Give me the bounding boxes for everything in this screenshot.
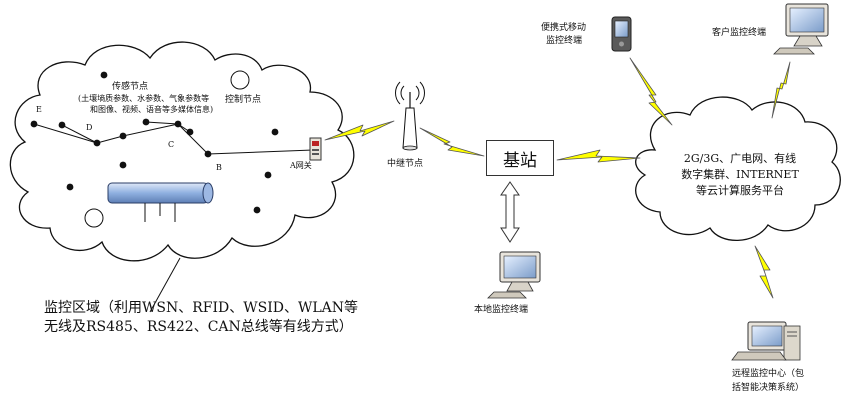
pipe [107,182,214,222]
cloud-text-line3: 等云计算服务平台 [696,184,784,197]
base-station: 基站 [486,140,554,176]
control-node-bottom [84,208,104,228]
sensor-node-label: 传感节点 [112,82,149,92]
sensor-params-line1: (土壤墒质参数、水参数、气象参数等 [78,94,210,103]
control-node-label: 控制节点 [225,95,262,105]
cloud-platform [635,96,841,241]
sensor-params-line2: 和图像、视频、语音等多媒体信息) [90,105,214,114]
monitor-area-label-2: 无线及RS485、RS422、CAN总线等有线方式） [44,319,353,335]
portable-terminal-icon [611,16,632,52]
node-b-label: B [216,163,222,172]
node-c-label: C [168,140,175,149]
area-pointer-line [149,257,181,313]
control-node-top [230,70,250,90]
portable-terminal-label-1: 便携式移动 [541,23,587,33]
cloud-text-line2: 数字集群、INTERNET [681,168,799,181]
node-d-label: D [86,123,93,132]
sensor-links [33,121,314,155]
portable-terminal-label-2: 监控终端 [546,36,583,46]
local-monitor-icon [487,251,541,299]
gateway-device [309,137,322,161]
local-terminal-label: 本地监控终端 [474,305,529,315]
monitor-area-cloud [9,41,355,262]
node-e-label: E [36,105,42,114]
customer-terminal-label: 客户监控终端 [712,28,767,38]
sensor-nodes [30,71,279,214]
customer-monitor-icon [773,3,829,55]
remote-center-label-1: 远程监控中心（包 [732,369,805,379]
gateway-label: A网关 [290,161,312,170]
remote-computer-icon [731,321,801,361]
cloud-text-line1: 2G/3G、广电网、有线 [683,152,797,165]
monitor-area-label-1: 监控区域（利用WSN、RFID、WSID、WLAN等 [44,300,359,316]
relay-node-label: 中继节点 [387,159,424,169]
relay-tower-icon [395,81,425,151]
base-local-arrow [500,181,520,243]
remote-center-label-2: 括智能决策系统） [732,383,805,393]
wireless-links [324,57,791,299]
